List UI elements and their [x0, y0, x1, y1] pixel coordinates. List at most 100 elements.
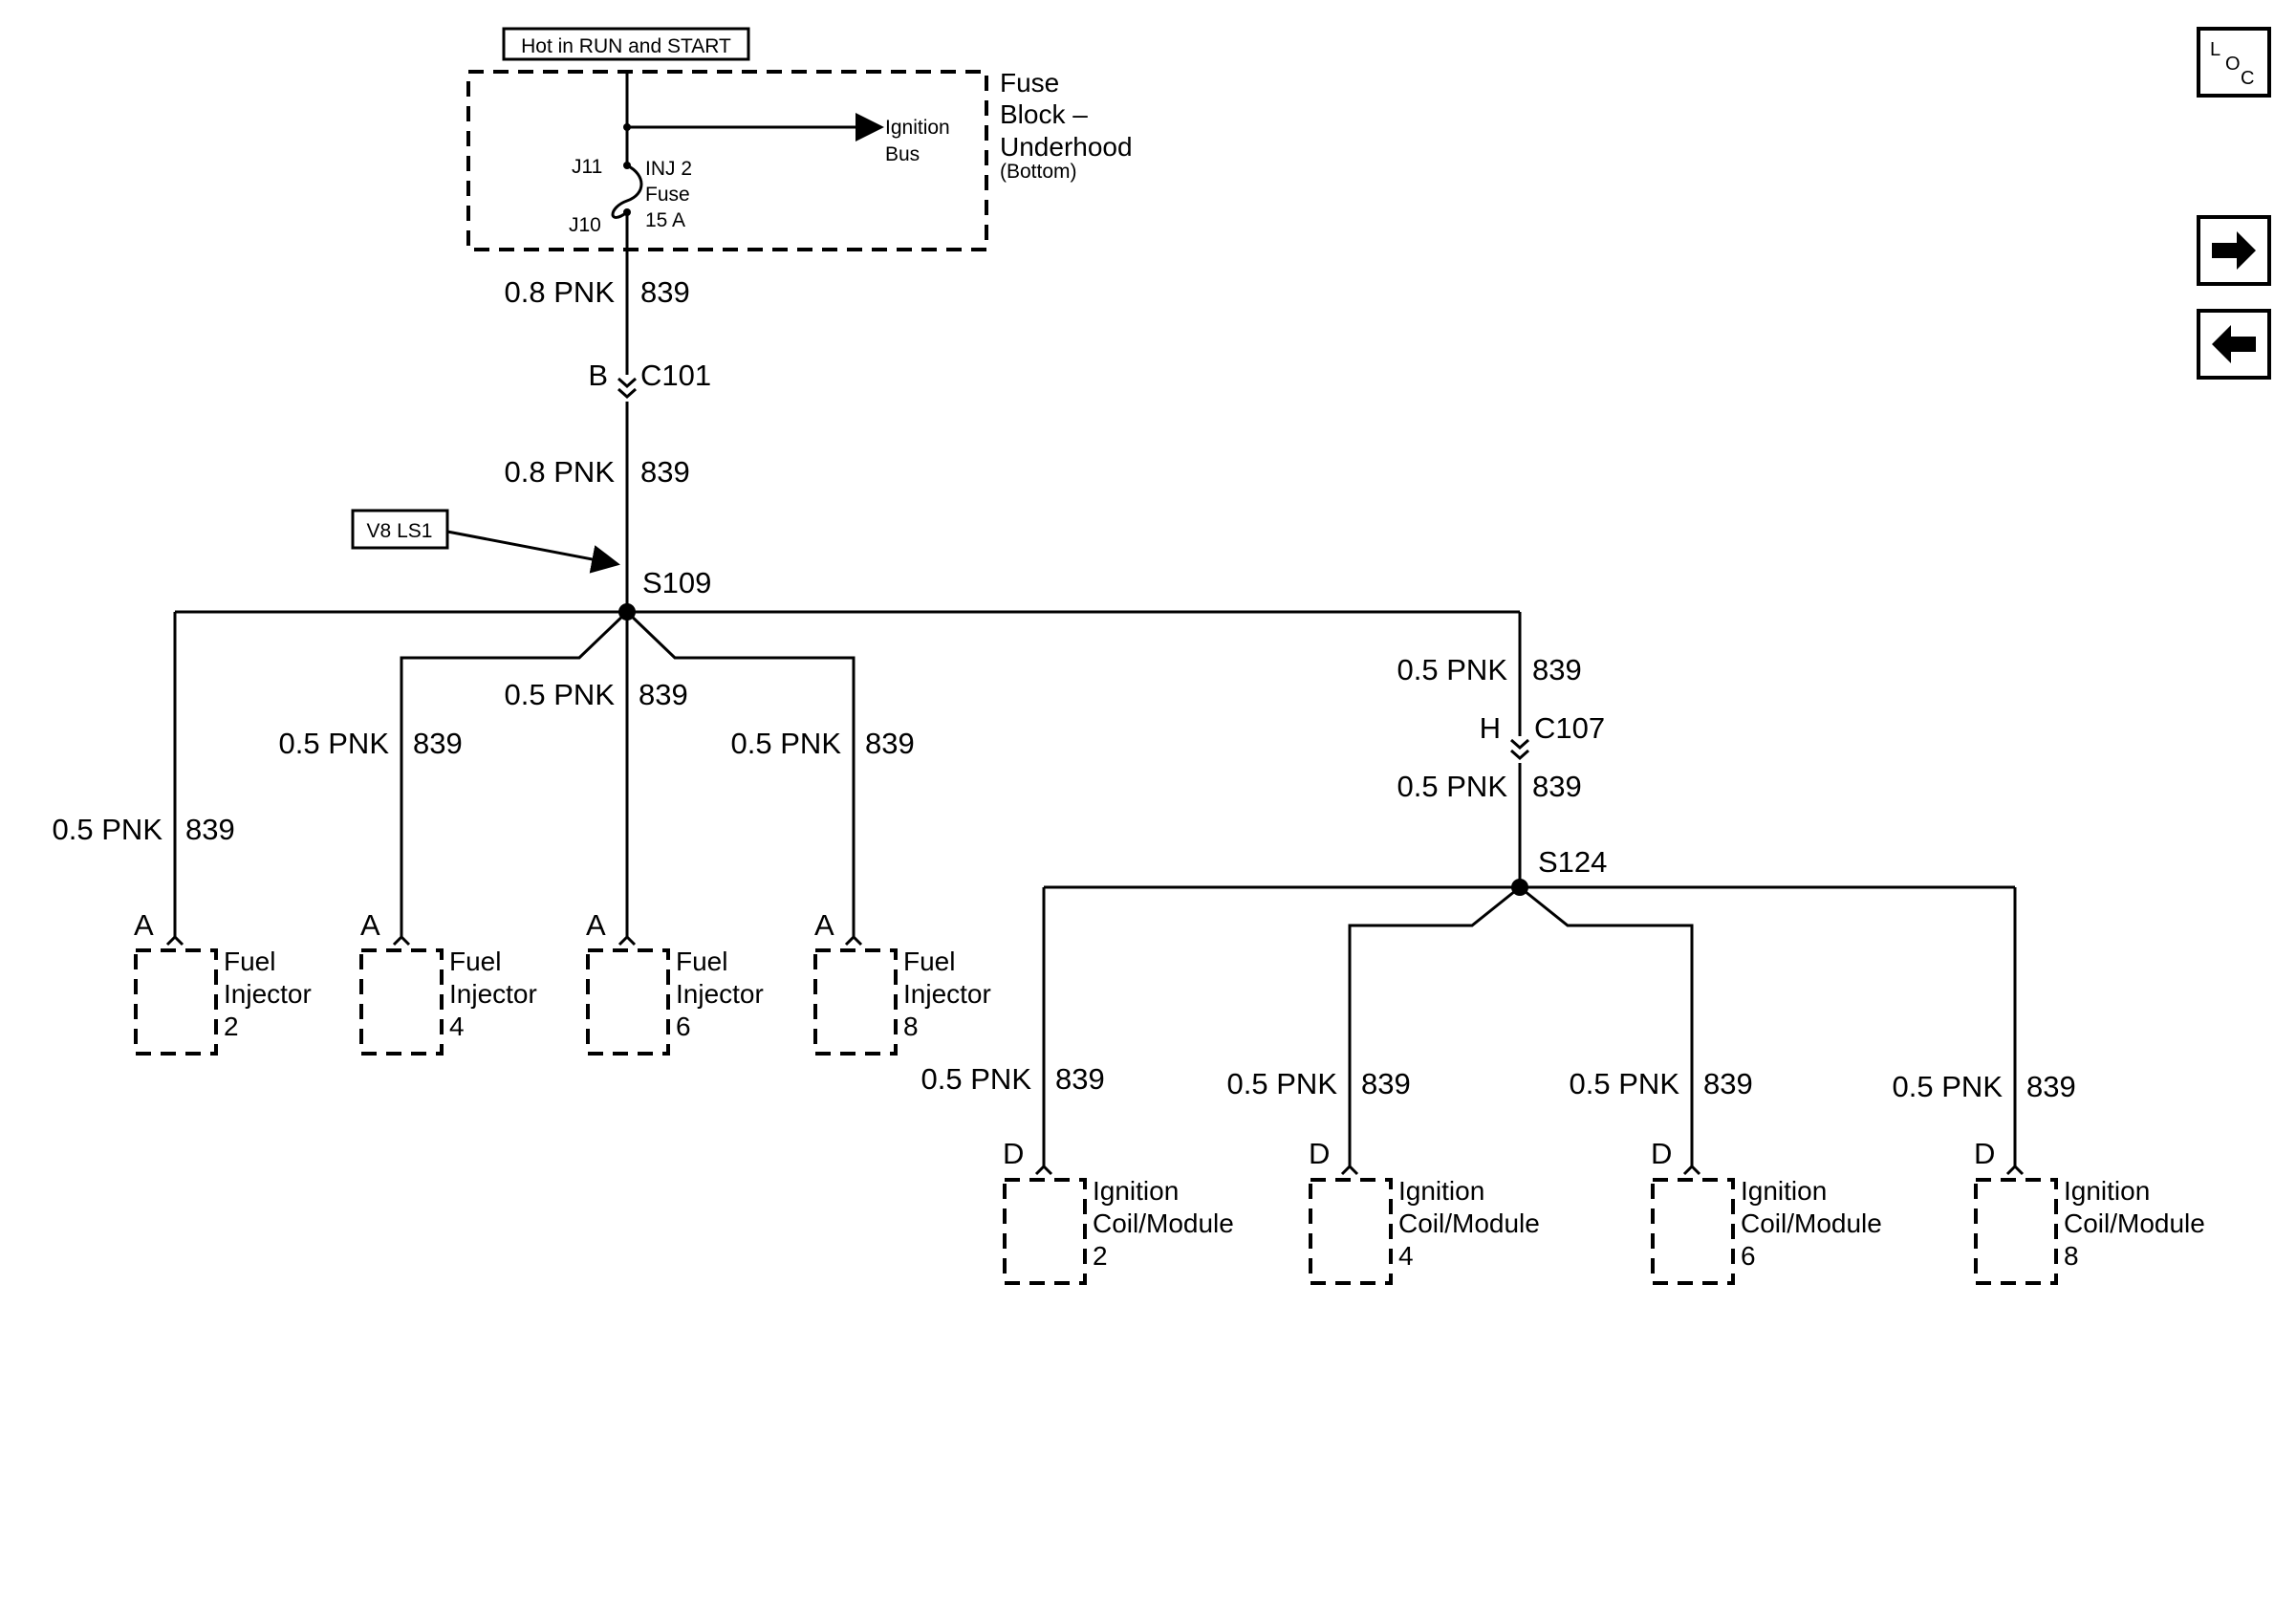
loc-letter-o: O: [2225, 54, 2241, 75]
coil-4-gauge: 0.5 PNK: [1227, 1067, 1338, 1100]
injector-4-connector-symbol: [392, 934, 411, 947]
injector-6-label-2: Injector: [676, 979, 764, 1009]
fuse-block-label-1: Fuse: [1000, 68, 1059, 98]
injector-4-label-2: Injector: [449, 979, 537, 1009]
coil-4-label-2: Coil/Module: [1398, 1208, 1540, 1238]
injector-2-gauge: 0.5 PNK: [53, 813, 163, 846]
coil-8-gauge: 0.5 PNK: [1893, 1070, 2004, 1103]
back-button[interactable]: [2197, 309, 2271, 380]
injector-6-number: 6: [676, 1012, 691, 1041]
injector-4-wire: [400, 610, 629, 937]
injector-6-outline: [586, 948, 670, 1056]
coil-4-circuit: 839: [1361, 1067, 1411, 1100]
fuse-block-outline: [466, 70, 988, 251]
trunk-upper-gauge: 0.8 PNK: [505, 275, 616, 309]
coil-6-number: 6: [1741, 1241, 1756, 1271]
coil-8-label-1: Ignition: [2064, 1176, 2150, 1206]
injector-4-label-1: Fuel: [449, 947, 501, 976]
injector-2-pin: A: [134, 908, 154, 942]
c101-pin: B: [588, 359, 608, 392]
trunk-upper-circuit: 839: [640, 275, 690, 309]
v8-ls1-box: [351, 509, 449, 550]
loc-button[interactable]: L O C: [2197, 27, 2271, 98]
coil-4-wire: [1348, 885, 1521, 1166]
fuse-block-label-2: Block –: [1000, 99, 1088, 129]
fuse-label-2: Fuse: [645, 184, 690, 206]
coil-8-connector-symbol: [2005, 1164, 2025, 1176]
coil-8-circuit: 839: [2026, 1070, 2076, 1103]
injector-6-pin: A: [586, 908, 606, 942]
coil-feed-lower-circuit: 839: [1532, 770, 1582, 803]
ignition-bus-label-2: Bus: [885, 143, 920, 165]
coil-6-label-1: Ignition: [1741, 1176, 1827, 1206]
fuse-label-1: INJ 2: [645, 158, 692, 180]
injector-6-connector-symbol: [617, 934, 637, 947]
injector-2-connector-symbol: [165, 934, 184, 947]
fuse-label-3: 15 A: [645, 209, 685, 231]
j11-label: J11: [572, 156, 602, 178]
injector-8-gauge: 0.5 PNK: [731, 727, 842, 760]
injector-2-label-2: Injector: [224, 979, 312, 1009]
injector-4-circuit: 839: [413, 727, 463, 760]
fuel-injector-4: A Fuel Injector 4: [359, 908, 537, 1056]
injector-8-number: 8: [903, 1012, 919, 1041]
injector-8-connector-symbol: [844, 934, 863, 947]
coil-8-number: 8: [2064, 1241, 2079, 1271]
coil-4-outline: [1309, 1178, 1393, 1285]
injector-8-label-2: Injector: [903, 979, 991, 1009]
fuse-symbol: [611, 163, 643, 219]
injector-8-pin: A: [814, 908, 834, 942]
injector-4-gauge: 0.5 PNK: [279, 727, 390, 760]
coil-6-connector-symbol: [1682, 1164, 1701, 1176]
coil-feed-lower-gauge: 0.5 PNK: [1397, 770, 1508, 803]
injector-4-outline: [359, 948, 444, 1056]
coil-6-outline: [1651, 1178, 1735, 1285]
v8-ls1-pointer: [446, 530, 620, 574]
hot-in-run-start-label: Hot in RUN and START: [521, 35, 731, 57]
coil-4-label-1: Ignition: [1398, 1176, 1484, 1206]
coil-2-number: 2: [1093, 1241, 1108, 1271]
injector-6-gauge: 0.5 PNK: [505, 678, 616, 711]
fuel-injector-6: A Fuel Injector 6: [586, 908, 764, 1056]
coil-2-connector-symbol: [1034, 1164, 1053, 1176]
forward-button[interactable]: [2197, 215, 2271, 286]
loc-button-frame: [2197, 27, 2271, 98]
j10-label: J10: [569, 214, 601, 236]
c107-pin: H: [1480, 711, 1501, 745]
ignition-coil-module-4: D Ignition Coil/Module 4: [1309, 1137, 1540, 1285]
coil-6-wire: [1519, 885, 1694, 1166]
c101-connector-symbol: [617, 377, 637, 400]
trunk-lower-circuit: 839: [640, 455, 690, 489]
v8-ls1-label: V8 LS1: [367, 520, 433, 542]
arrow-left-icon: [2212, 325, 2256, 363]
injector-8-label-1: Fuel: [903, 947, 955, 976]
coil-2-label-2: Coil/Module: [1093, 1208, 1234, 1238]
injector-2-outline: [134, 948, 218, 1056]
injector-4-pin: A: [360, 908, 380, 942]
injector-2-circuit: 839: [185, 813, 235, 846]
injector-8-outline: [813, 948, 898, 1056]
trunk-lower-gauge: 0.8 PNK: [505, 455, 616, 489]
fuel-injector-8: A Fuel Injector 8: [813, 908, 991, 1056]
ignition-coil-module-8: D Ignition Coil/Module 8: [1974, 1137, 2205, 1285]
injector-6-label-1: Fuel: [676, 947, 727, 976]
coil-2-gauge: 0.5 PNK: [921, 1062, 1032, 1096]
injector-4-number: 4: [449, 1012, 465, 1041]
coil-feed-upper-gauge: 0.5 PNK: [1397, 653, 1508, 686]
coil-feed-upper-circuit: 839: [1532, 653, 1582, 686]
ignition-coil-module-6: D Ignition Coil/Module 6: [1651, 1137, 1882, 1285]
coil-2-circuit: 839: [1055, 1062, 1105, 1096]
coil-2-pin: D: [1003, 1137, 1024, 1170]
c101-label: C101: [640, 359, 711, 392]
bus-junction: [623, 123, 631, 131]
ignition-bus-label-1: Ignition: [885, 117, 950, 139]
injector-6-circuit: 839: [639, 678, 688, 711]
coil-6-label-2: Coil/Module: [1741, 1208, 1882, 1238]
c107-connector-symbol: [1510, 738, 1529, 761]
coil-4-pin: D: [1309, 1137, 1330, 1170]
s124-label: S124: [1538, 845, 1607, 879]
coil-8-pin: D: [1974, 1137, 1995, 1170]
fuse-block-label-4: (Bottom): [1000, 161, 1077, 183]
c107-label: C107: [1534, 711, 1605, 745]
